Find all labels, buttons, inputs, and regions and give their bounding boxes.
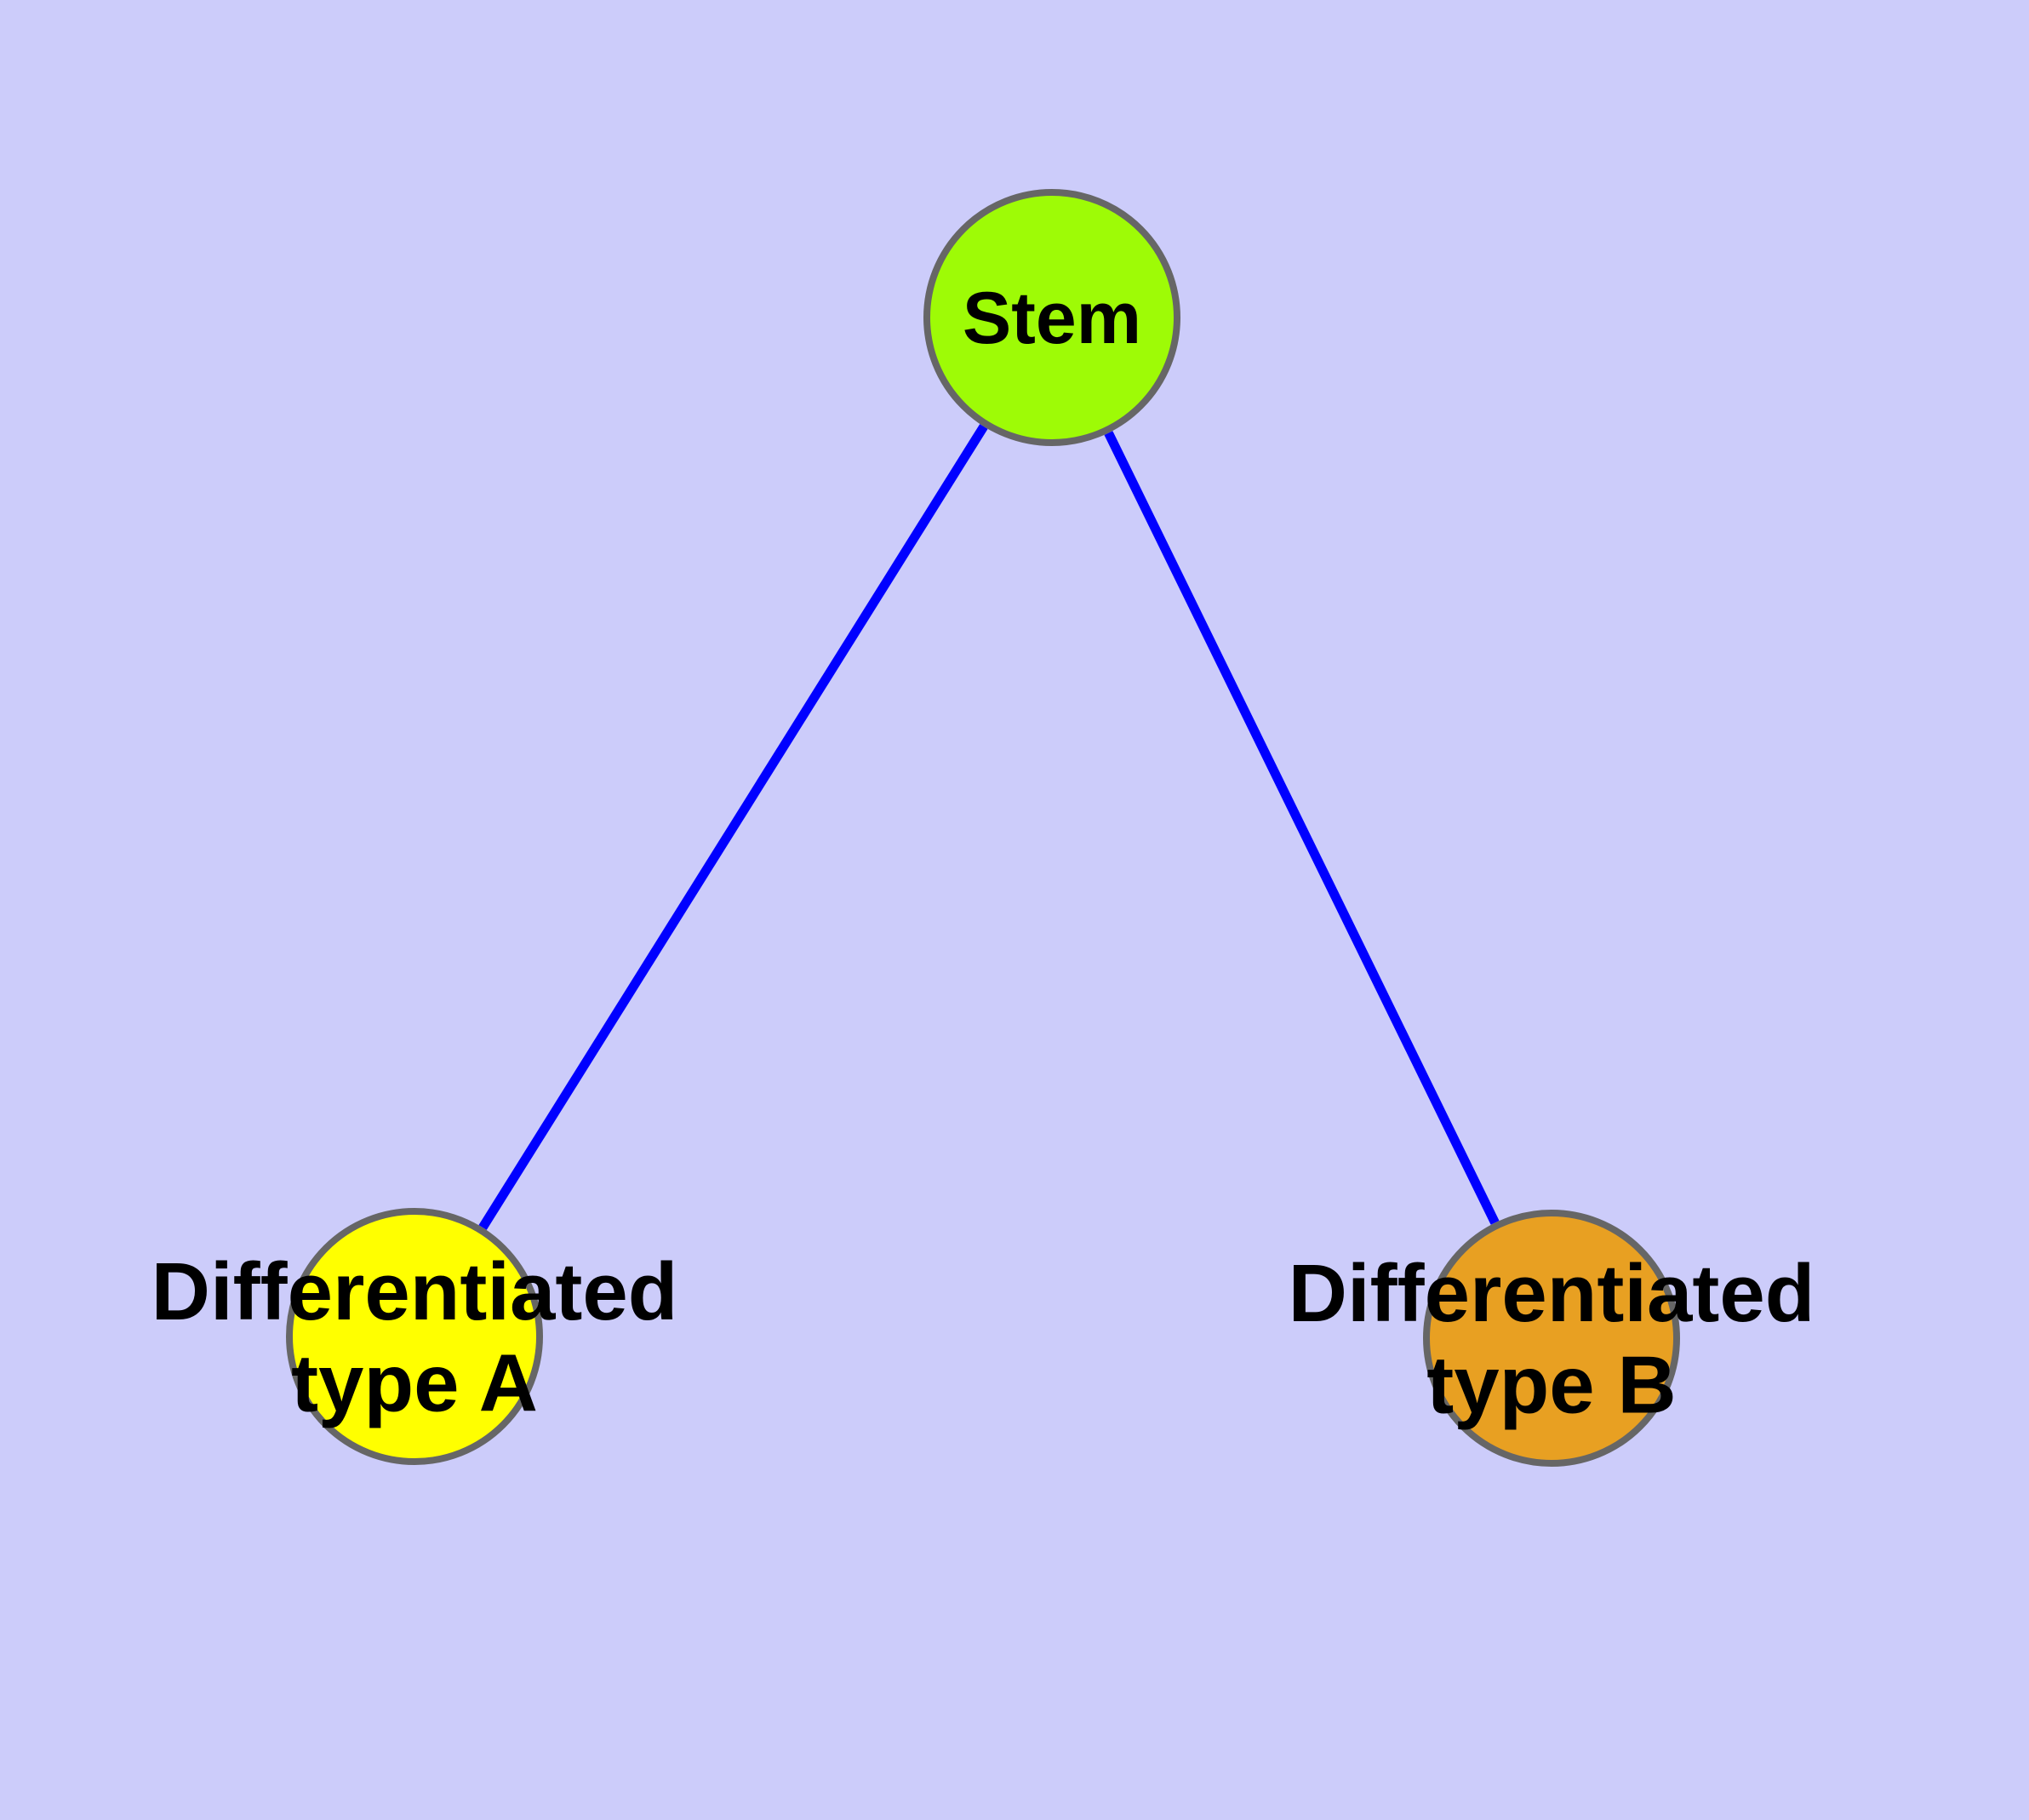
node-label-diff-b-line-0: Differentiated — [1289, 1248, 1815, 1339]
node-circle-diff-a[interactable] — [286, 1208, 543, 1465]
edge-stem-to-diff-a — [478, 424, 988, 1230]
node-label-diff-a-line-1: type A — [291, 1337, 538, 1428]
node-label-diff-b-line-1: type B — [1426, 1339, 1676, 1430]
node-label-stem-line-0: Stem — [963, 278, 1141, 359]
edges-layer — [478, 424, 1500, 1230]
node-circle-stem[interactable] — [923, 189, 1180, 446]
edge-stem-to-diff-b — [1104, 431, 1500, 1225]
node-circle-diff-b[interactable] — [1423, 1210, 1680, 1467]
node-stem[interactable]: Stem — [923, 189, 1180, 446]
node-label-diff-a-line-0: Differentiated — [151, 1246, 678, 1337]
